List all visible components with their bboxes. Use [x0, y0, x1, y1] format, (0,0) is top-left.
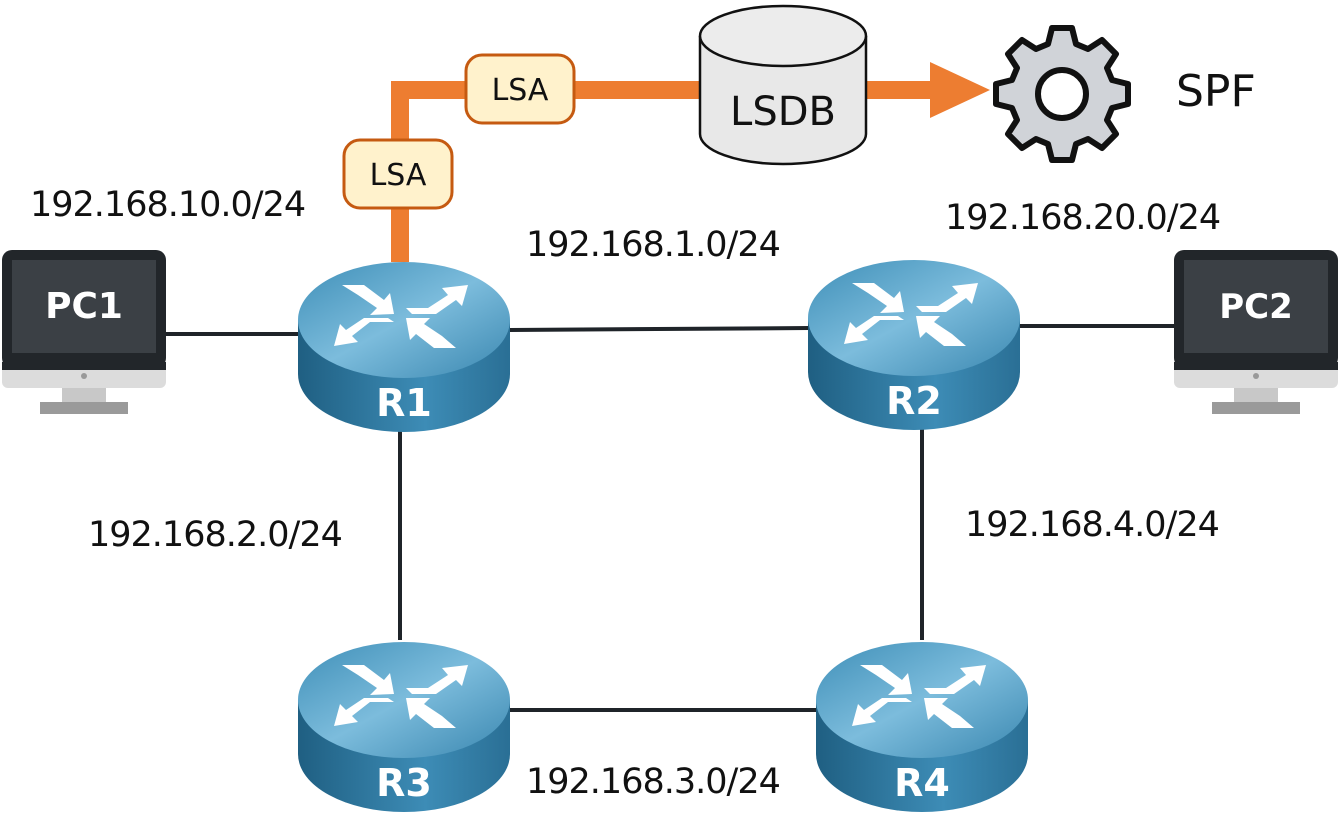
router-r1[interactable]: R1 — [298, 262, 510, 432]
router-label: R2 — [886, 379, 942, 423]
lsa-label-1: LSA — [370, 158, 427, 193]
router-label: R4 — [894, 761, 950, 805]
pc-label: PC1 — [45, 286, 123, 327]
network-label-r1-r2: 192.168.1.0/24 — [526, 225, 781, 265]
lsa-label-2: LSA — [492, 73, 549, 108]
flow-arrowhead-icon — [930, 62, 990, 118]
network-label-pc1-lan: 192.168.10.0/24 — [30, 185, 306, 225]
lsdb-database-icon: LSDB — [698, 4, 868, 166]
router-label: R3 — [376, 761, 432, 805]
router-label: R1 — [376, 381, 432, 425]
lsdb-label: LSDB — [730, 89, 836, 135]
network-label-pc2-lan: 192.168.20.0/24 — [945, 198, 1221, 238]
lsa-box-2: LSA — [464, 53, 576, 125]
link-r1-r2 — [509, 326, 811, 332]
router-r2[interactable]: R2 — [808, 260, 1020, 430]
router-r3[interactable]: R3 — [298, 642, 510, 812]
router-r4[interactable]: R4 — [816, 642, 1028, 812]
lsa-box-1: LSA — [342, 138, 454, 210]
pc-label: PC2 — [1219, 287, 1293, 327]
network-label-r1-r3: 192.168.2.0/24 — [88, 515, 343, 555]
network-label-r3-r4: 192.168.3.0/24 — [526, 762, 781, 802]
pc1-computer-icon[interactable]: PC1 — [2, 250, 166, 414]
pc2-computer-icon[interactable]: PC2 — [1174, 250, 1338, 414]
network-label-r2-r4: 192.168.4.0/24 — [965, 505, 1220, 545]
spf-label: SPF — [1176, 66, 1256, 117]
gear-icon — [993, 25, 1131, 163]
